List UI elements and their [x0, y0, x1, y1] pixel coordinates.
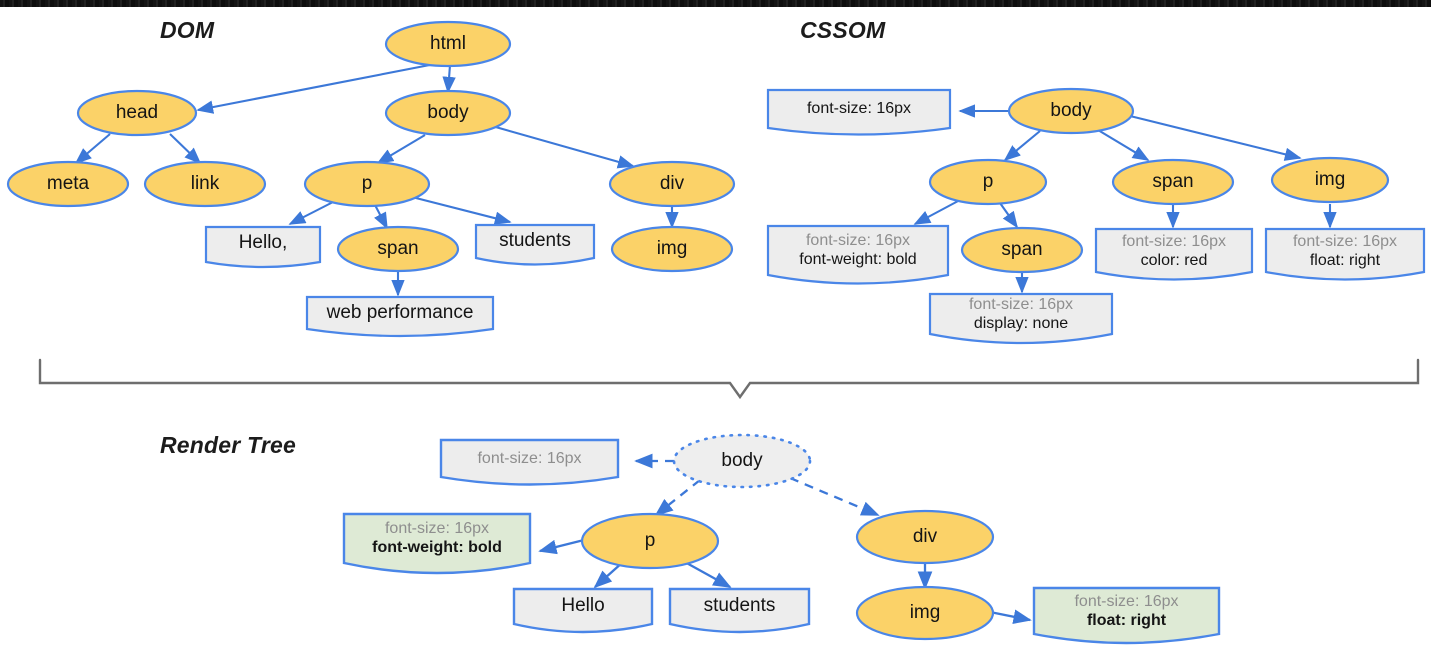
top-black-bar: [0, 0, 1431, 7]
rt-box-body-rule[interactable]: [439, 438, 620, 486]
edge-body-img: [1129, 114, 1302, 161]
rt-box-img-rule[interactable]: [1032, 586, 1221, 645]
edge-body-p: [1003, 130, 1041, 162]
cssom-ellipses: [928, 87, 1390, 274]
edge-body-p: [376, 134, 426, 164]
cssom-node-body[interactable]: [1007, 87, 1135, 135]
dom-node-link[interactable]: [143, 160, 267, 208]
dom-node-span[interactable]: [336, 225, 460, 273]
dom-section-title: DOM: [160, 17, 215, 43]
rt-edge-p-hello: [593, 561, 624, 589]
cssom-box-img-rule[interactable]: [1264, 227, 1426, 281]
rt-edge-body-p: [654, 479, 701, 517]
cssom-node-span-top[interactable]: [1111, 158, 1235, 206]
dom-node-head[interactable]: [76, 89, 198, 137]
edge-p-hello: [288, 199, 338, 225]
edge-p-prule: [913, 199, 961, 225]
cssom-box-p-rule[interactable]: [766, 224, 950, 285]
rt-box-p-rule[interactable]: [342, 512, 532, 575]
render-tree-boxes: [342, 438, 1221, 645]
dom-node-img[interactable]: [610, 225, 734, 273]
dom-node-div[interactable]: [608, 160, 736, 208]
dom-node-html[interactable]: [384, 20, 512, 68]
edge-head-meta: [74, 133, 111, 165]
edge-head-link: [169, 133, 202, 165]
rt-edge-p-students: [682, 559, 732, 589]
dom-node-body[interactable]: [384, 89, 512, 137]
edge-body-span: [1097, 129, 1150, 161]
edge-body-div: [491, 124, 635, 169]
cssom-node-p[interactable]: [928, 158, 1048, 206]
cssom-box-span-rule[interactable]: [1094, 227, 1254, 281]
cssom-boxes: [766, 88, 1426, 345]
grouping-brace: [38, 358, 1420, 400]
rt-node-div[interactable]: [855, 509, 995, 565]
rt-node-img[interactable]: [855, 585, 995, 641]
cssom-box-span-child-rule[interactable]: [928, 292, 1114, 345]
render-tree-section-title: Render Tree: [160, 432, 296, 458]
edge-p-spanchild: [999, 202, 1018, 229]
dom-box-web-performance[interactable]: [305, 295, 495, 338]
dom-box-students[interactable]: [474, 223, 596, 266]
edge-p-students: [407, 194, 512, 225]
cssom-section-title: CSSOM: [800, 17, 886, 43]
top-bar-artifact: [0, 0, 1431, 7]
edge-html-head: [196, 61, 441, 114]
rt-node-p[interactable]: [580, 512, 720, 570]
dom-edges: [74, 61, 679, 297]
cssom-node-span-child[interactable]: [960, 226, 1084, 274]
cssom-node-img[interactable]: [1270, 156, 1390, 204]
rt-edge-body-div: [789, 476, 880, 517]
dom-box-hello[interactable]: [204, 225, 322, 269]
rt-box-students[interactable]: [668, 587, 811, 634]
dom-node-p[interactable]: [303, 160, 431, 208]
cssom-edges: [913, 104, 1337, 294]
dom-ellipses: [6, 20, 736, 273]
render-tree-ellipses: [580, 433, 995, 641]
edge-html-body: [442, 64, 456, 94]
rt-node-body[interactable]: [672, 433, 812, 489]
dom-boxes: [204, 223, 596, 338]
edge-p-span: [374, 204, 388, 230]
cssom-box-body-rule[interactable]: [766, 88, 952, 136]
rt-box-hello[interactable]: [512, 587, 654, 634]
dom-node-meta[interactable]: [6, 160, 130, 208]
